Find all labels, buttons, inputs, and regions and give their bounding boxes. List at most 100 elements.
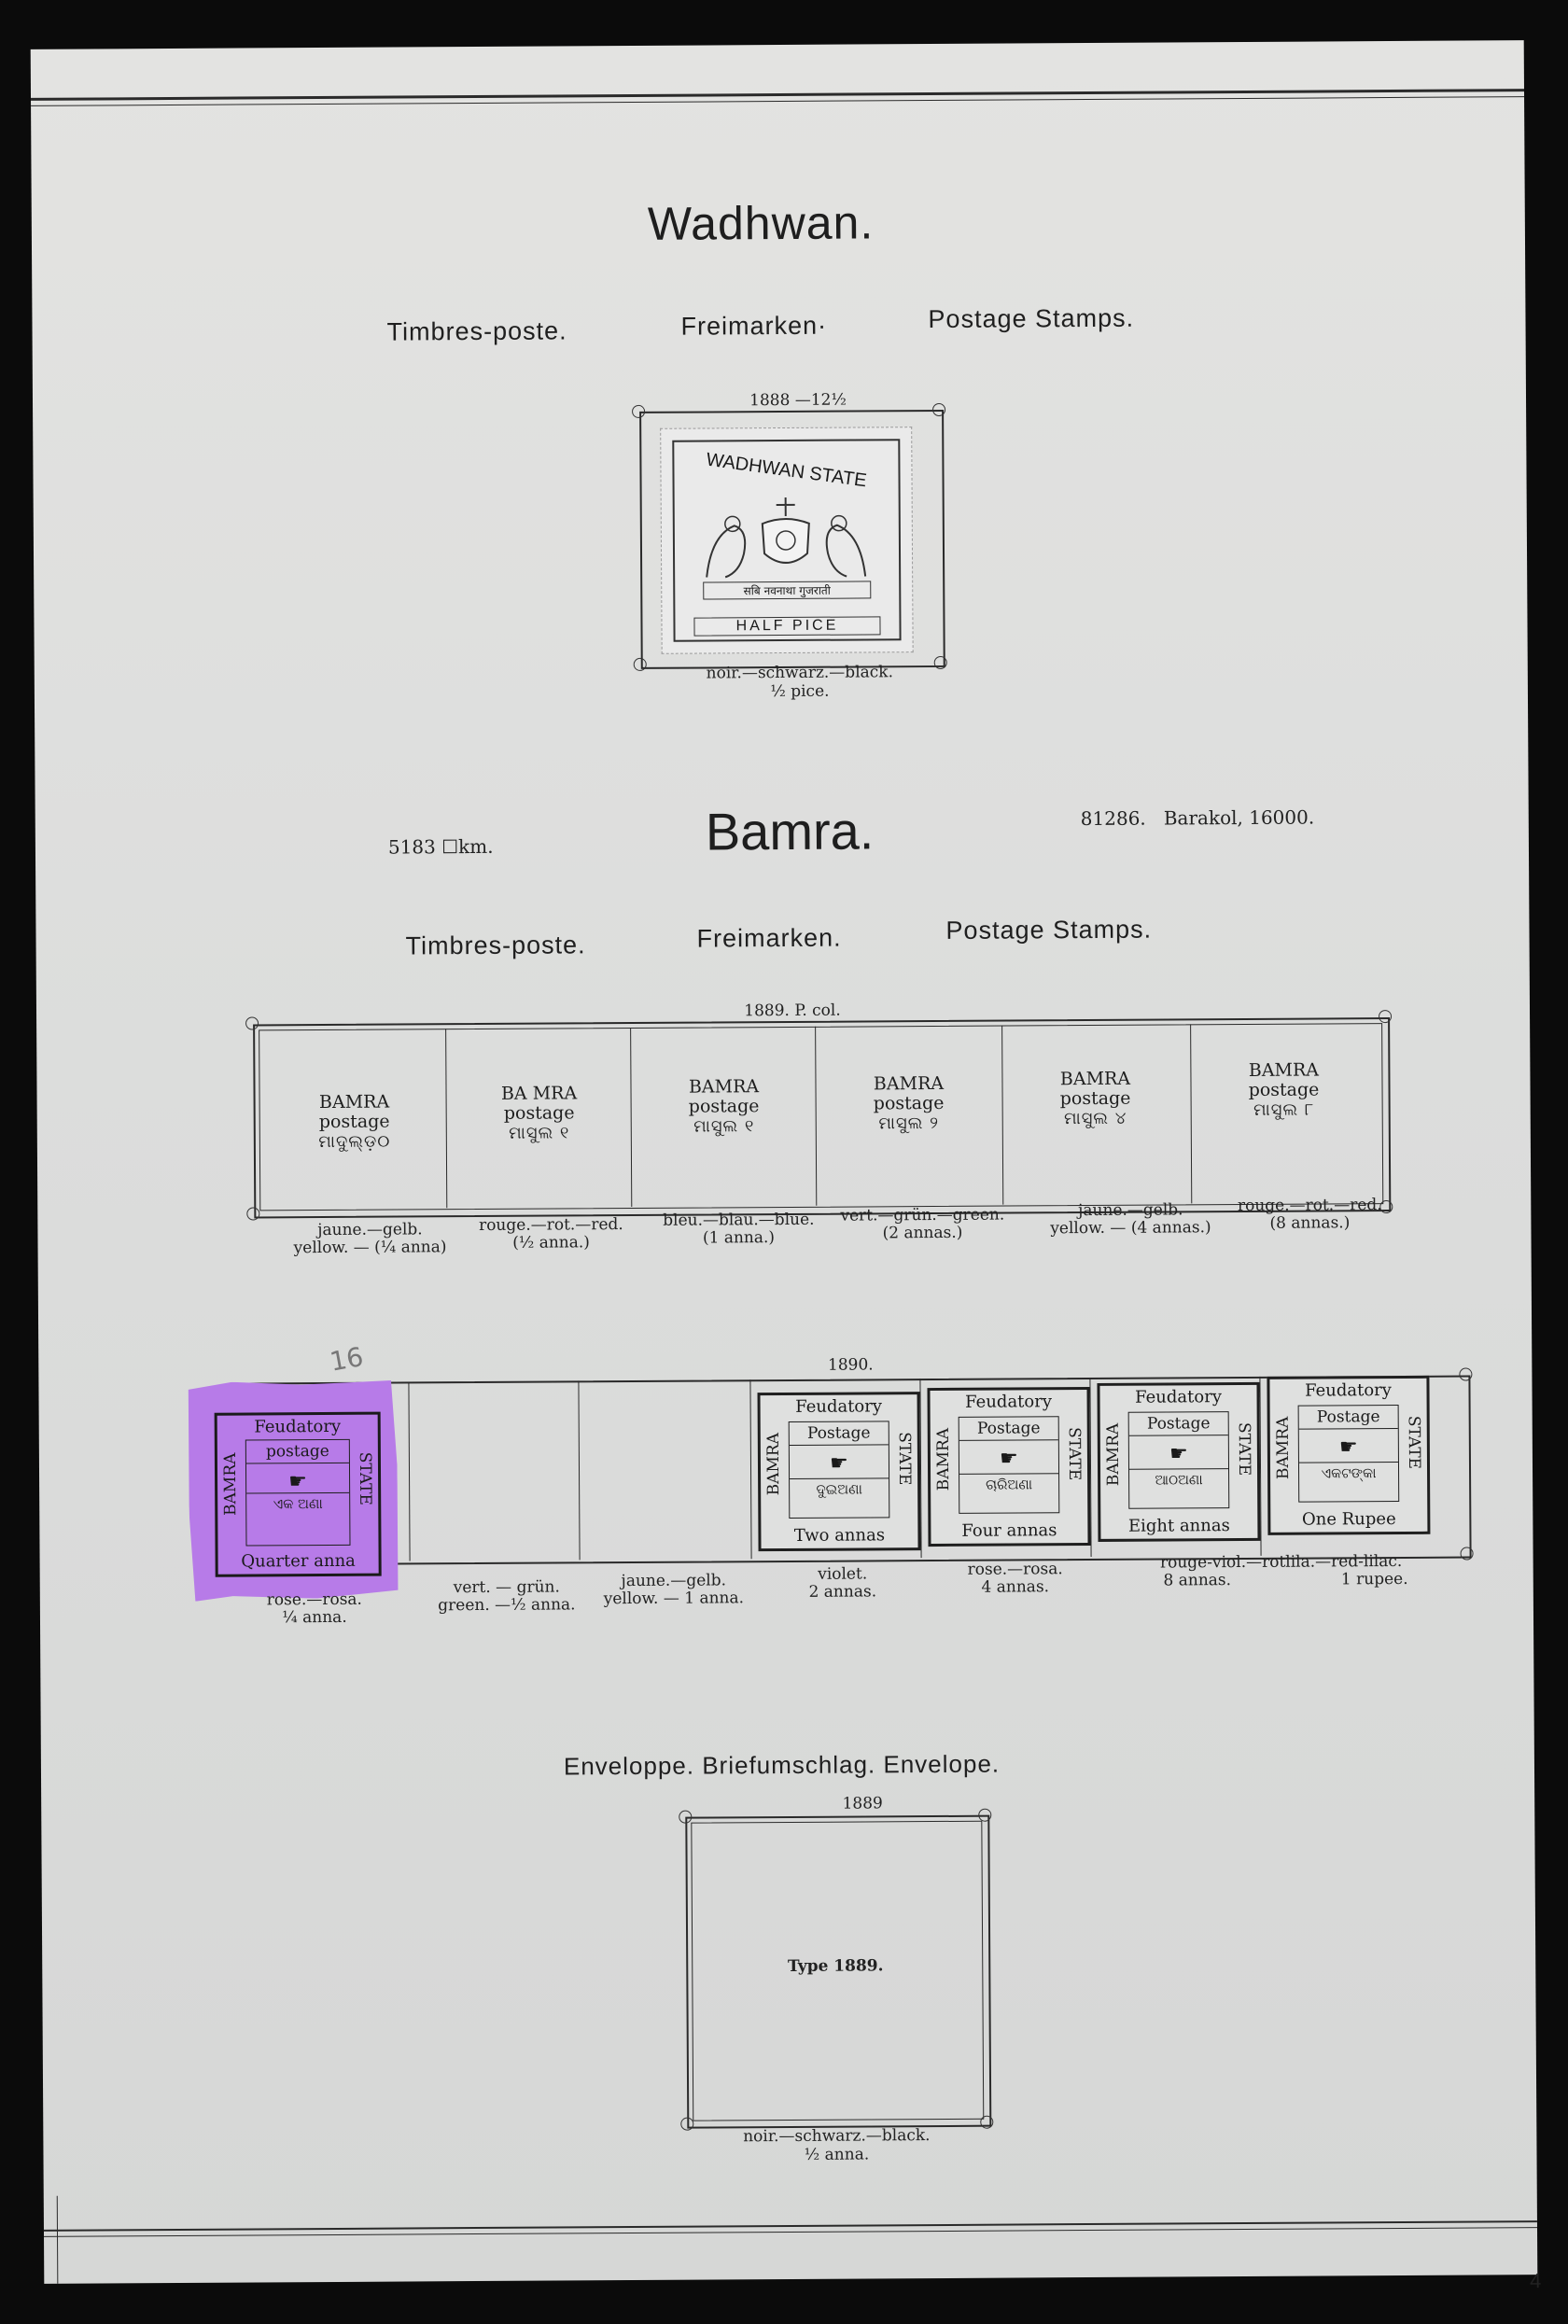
- stamp-side-left: BAMRA: [1273, 1416, 1294, 1480]
- stamp-side-left: BAMRA: [933, 1427, 954, 1491]
- bottom-rule: [43, 2220, 1537, 2232]
- stamp-caption: rouge-viol.—rotlila.—red-lilac. 8 annas.…: [1141, 1552, 1421, 1590]
- stamp-centre-panel: Postage ☛ ଚାରିଅଣା: [958, 1416, 1060, 1514]
- stamp-caption: vert. — grün. green. —½ anna.: [423, 1577, 591, 1616]
- frame-pin: [632, 404, 646, 418]
- feudatory-stamp-quarter-anna: Feudatory postage ☛ ଏକ ଅଣା BAMRA STATE Q…: [214, 1411, 382, 1577]
- stamp-line-1: BAMRA: [1248, 1059, 1320, 1081]
- caption-line: yellow. — (¼ anna): [293, 1238, 447, 1258]
- wadhwan-stamp-inscription: सबि नवनाथा गुजराती: [703, 581, 872, 600]
- bamra-1889-stamp: BA MRA postage ମାସୁଲ ୧: [473, 1083, 604, 1143]
- stamp-bottom-text: Quarter anna: [241, 1550, 356, 1572]
- wadhwan-title: Wadhwan.: [647, 196, 875, 250]
- stamp-line-2: postage: [1248, 1079, 1320, 1100]
- stamp-plate-text: Postage: [1298, 1407, 1398, 1430]
- stamp-line-2: postage: [688, 1096, 760, 1117]
- caption-line: (2 annas.): [882, 1223, 963, 1243]
- bamra-title: Bamra.: [705, 801, 875, 861]
- stamp-glyph: ଆଠଅଣା: [1129, 1468, 1229, 1489]
- pencil-note: 16: [327, 1340, 366, 1378]
- caption-line: ¼ anna.: [282, 1607, 347, 1628]
- stamp-glyph: ମାଦୁଲ୍ଡ଼୦: [318, 1131, 391, 1153]
- caption-line: yellow. — 1 anna.: [603, 1589, 745, 1609]
- frame-pin: [1459, 1367, 1473, 1381]
- pointing-hand-icon: ☛: [1338, 1435, 1358, 1460]
- pointing-hand-icon: ☛: [830, 1451, 848, 1476]
- wadhwan-subtitle-en: Postage Stamps.: [928, 303, 1135, 334]
- stamp-glyph: ମାସୁଲ ୧: [693, 1116, 755, 1137]
- stamp-caption: jaune.—gelb. yellow. — (4 annas.): [1032, 1200, 1228, 1238]
- bamra-subtitle-de: Freimarken.: [696, 923, 842, 953]
- stamp-glyph: ମାସୁଲ ୪: [1064, 1108, 1127, 1129]
- wadhwan-subtitle-de: Freimarken·: [680, 311, 828, 341]
- frame-pin: [679, 1810, 693, 1824]
- frame-pin: [1379, 1010, 1393, 1024]
- feudatory-stamp-two-annas: Feudatory Postage ☛ ଦୁଇଅଣା BAMRA STATE T…: [757, 1392, 921, 1552]
- stamp-caption: jaune.—gelb. yellow. — 1 anna.: [595, 1571, 753, 1609]
- issue-1890-heading: 1890.: [827, 1355, 874, 1375]
- stamp-line-1: BAMRA: [873, 1072, 945, 1095]
- caption-line: vert. — grün.: [453, 1577, 560, 1598]
- frame-pin: [245, 1016, 259, 1030]
- wadhwan-subtitle-fr: Timbres-poste.: [386, 316, 567, 346]
- stamp-caption: bleu.—blau.—blue. (1 anna.): [650, 1211, 827, 1248]
- stamp-side-right: STATE: [1064, 1427, 1085, 1481]
- stamp-top-text: Feudatory: [795, 1396, 883, 1417]
- stamp-line-2: postage: [1059, 1087, 1131, 1110]
- stamp-side-right: STATE: [1234, 1421, 1254, 1477]
- stamp-glyph: ମାସୁଲ ୧: [509, 1123, 570, 1143]
- frame-pin: [932, 402, 946, 417]
- wadhwan-denomination: ½ pice.: [770, 681, 830, 702]
- feudatory-stamp-eight-annas: Feudatory Postage ☛ ଆଠଅଣା BAMRA STATE Ei…: [1097, 1381, 1261, 1542]
- stamp-centre-panel: postage ☛ ଏକ ଅଣା: [245, 1438, 351, 1547]
- stamp-bottom-text: Four annas: [961, 1520, 1057, 1541]
- bamra-1889-stamp: BAMRA postage ମାଦୁଲ୍ଡ଼୦: [289, 1092, 420, 1152]
- bamra-1889-stamp: BAMRA postage ମାସୁଲ ୧: [658, 1076, 789, 1137]
- stamp-centre-panel: Postage ☛ ଏକଟଙ୍କା: [1297, 1404, 1400, 1503]
- caption-line: rouge.—rot.—red.: [1237, 1196, 1382, 1216]
- wadhwan-color-label: noir.—schwarz.—black.: [706, 663, 894, 683]
- bamra-1889-stamp: BAMRA postage ମାସୁଲ ୪: [1029, 1069, 1160, 1129]
- wadhwan-year-perf: 1888 —12½: [749, 390, 847, 411]
- page-number: 4: [1530, 2269, 1542, 2293]
- issue-1889-frame-inner: [259, 1023, 1384, 1211]
- envelope-type-label: Type 1889.: [787, 1956, 884, 1976]
- stamp-plate-text: Postage: [789, 1423, 889, 1446]
- stamp-plate-text: Postage: [1128, 1414, 1228, 1436]
- caption-line: bleu.—blau.—blue.: [663, 1210, 815, 1230]
- stamp-side-right: STATE: [894, 1432, 915, 1486]
- stamp-line-2: postage: [873, 1092, 945, 1114]
- caption-line: 8 annas.: [1163, 1571, 1232, 1590]
- stamp-caption: vert.—grün.—green. (2 annas.): [829, 1206, 1015, 1243]
- wadhwan-stamp-value: HALF PICE: [693, 616, 881, 637]
- stamp-centre-panel: Postage ☛ ଦୁଇଅଣା: [788, 1421, 890, 1519]
- envelope-color-label: noir.—schwarz.—black.: [743, 2126, 931, 2147]
- frame-pin: [680, 2117, 694, 2131]
- caption-line: (1 anna.): [702, 1228, 776, 1248]
- stamp-line-2: postage: [318, 1111, 390, 1133]
- envelope-subtitle: Enveloppe. Briefumschlag. Envelope.: [563, 1749, 1001, 1781]
- stamp-caption: rose.—rosa. ¼ anna.: [240, 1590, 389, 1628]
- stamp-glyph: ଏକ ଅଣା: [246, 1491, 350, 1513]
- wadhwan-stamp: WADHWAN STATE सबि नवनाथा गुजराती HALF PI…: [660, 427, 914, 654]
- stamp-caption: rose.—rosa. 4 annas.: [955, 1560, 1076, 1597]
- bamra-1889-stamp: BAMRA postage ମାସୁଲ ୨: [843, 1072, 973, 1134]
- stamp-side-left: BAMRA: [1103, 1422, 1124, 1487]
- caption-line: rose.—rosa.: [967, 1560, 1063, 1579]
- stamp-side-left: BAMRA: [220, 1452, 241, 1516]
- caption-line: green. —½ anna.: [438, 1595, 576, 1616]
- frame-pin: [1460, 1547, 1474, 1561]
- stamp-caption: rouge.—rot.—red. (8 annas.): [1221, 1196, 1398, 1233]
- caption-line: violet.: [818, 1564, 868, 1584]
- issue-1889-heading: 1889. P. col.: [744, 1001, 841, 1021]
- frame-pin: [246, 1207, 260, 1221]
- pointing-hand-icon: ☛: [999, 1447, 1018, 1471]
- stamp-line-2: postage: [503, 1102, 575, 1124]
- stamp-top-text: Feudatory: [965, 1392, 1053, 1412]
- stamp-glyph: ଚାରିଅଣା: [959, 1473, 1059, 1493]
- stamp-side-right: STATE: [355, 1451, 375, 1505]
- stamp-glyph: ଏକଟଙ୍କା: [1298, 1461, 1399, 1482]
- bamra-1889-stamp: BAMRA postage ମାସୁଲ ୮: [1218, 1059, 1349, 1120]
- top-rule: [31, 89, 1525, 101]
- frame-pin: [933, 655, 947, 670]
